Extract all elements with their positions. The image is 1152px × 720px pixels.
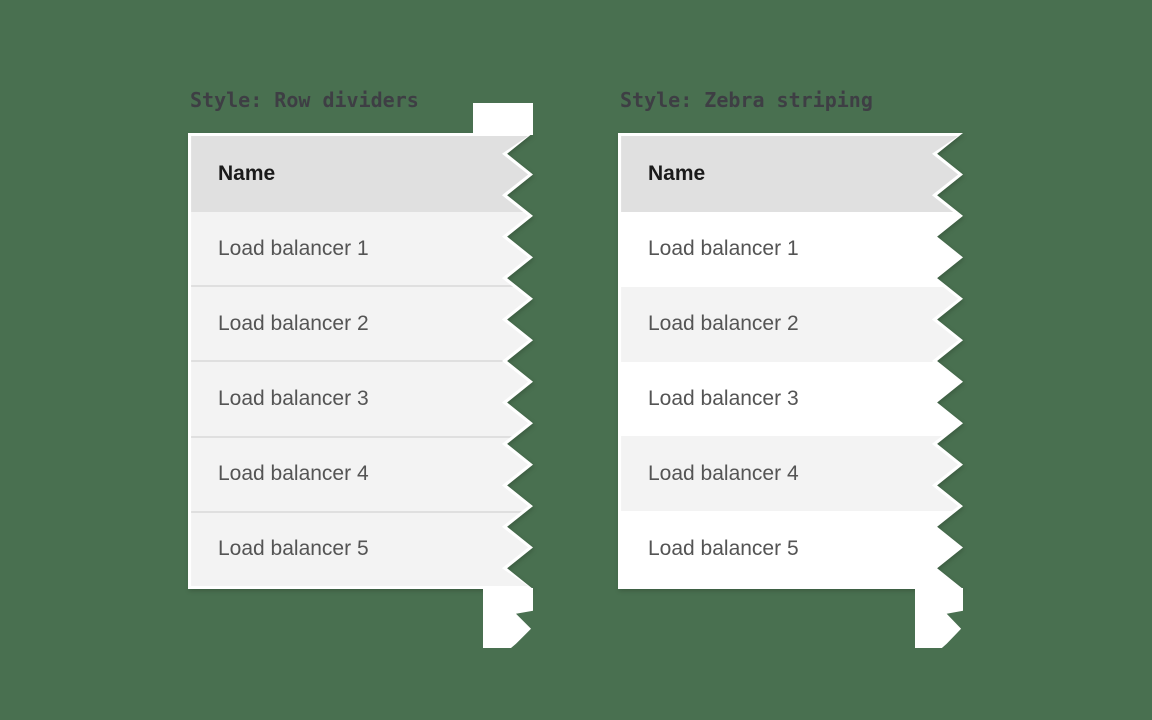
table-row: Load balancer 5 (621, 511, 959, 586)
torn-ribbon-bottom-stub (483, 588, 533, 648)
panel-zebra-striping: Style: Zebra striping Name Load balancer… (618, 88, 963, 589)
cell-name: Load balancer 4 (218, 462, 369, 486)
cell-name: Load balancer 3 (218, 387, 369, 410)
cell-name: Load balancer 4 (648, 461, 799, 485)
style-label: Style: Row dividers (190, 88, 419, 112)
table-row: Load balancer 4 (191, 435, 529, 511)
torn-ribbon-bottom-stub (915, 588, 963, 648)
table-row: Load balancer 3 (621, 361, 959, 437)
column-header-name: Name (648, 162, 706, 185)
panel-row-dividers: Style: Row dividers Name Load balancer 1… (188, 88, 533, 589)
table-row: Load balancer 4 (621, 436, 959, 512)
style-label: Style: Zebra striping (620, 88, 873, 112)
table-row: Load balancer 2 (191, 285, 529, 361)
cell-name: Load balancer 5 (218, 537, 369, 561)
cell-name: Load balancer 3 (648, 386, 799, 410)
column-header-name: Name (218, 162, 276, 185)
table-row: Load balancer 5 (191, 510, 529, 586)
cell-name: Load balancer 5 (648, 536, 799, 560)
table-card: Name Load balancer 1 Load balancer 2 Loa… (618, 133, 963, 589)
cell-name: Load balancer 2 (648, 312, 799, 336)
data-table-zebra-striping: Name Load balancer 1 Load balancer 2 Loa… (621, 136, 959, 586)
table-row: Load balancer 1 (621, 212, 959, 287)
table-header-row: Name (621, 136, 959, 212)
table-header-row: Name (191, 136, 529, 212)
data-table-row-dividers: Name Load balancer 1 Load balancer 2 Loa… (191, 136, 529, 586)
table-row: Load balancer 1 (191, 212, 529, 286)
cell-name: Load balancer 2 (218, 311, 369, 335)
table-row: Load balancer 2 (621, 286, 959, 362)
cell-name: Load balancer 1 (648, 237, 799, 261)
torn-ribbon-top-stub (473, 103, 533, 135)
table-row: Load balancer 3 (191, 360, 529, 436)
table-card: Name Load balancer 1 Load balancer 2 Loa… (188, 133, 533, 589)
cell-name: Load balancer 1 (218, 236, 369, 260)
